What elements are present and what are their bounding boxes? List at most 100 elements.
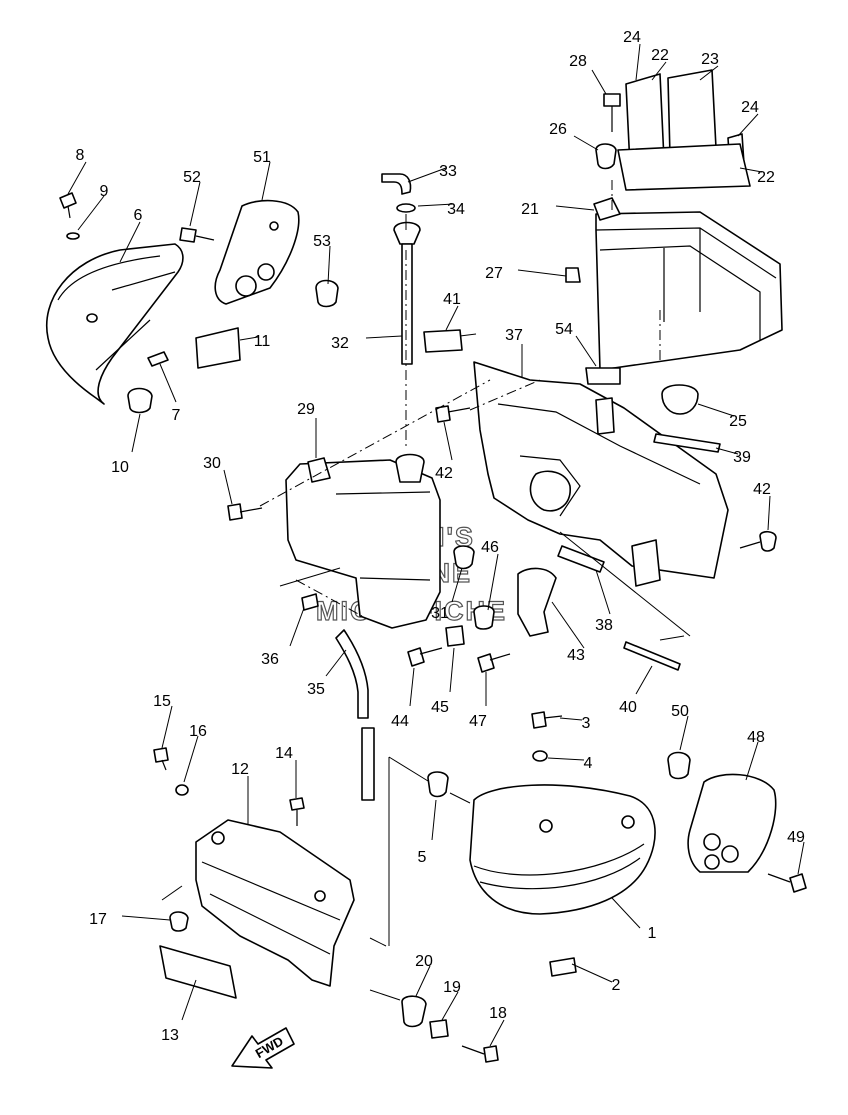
alignment-lines xyxy=(161,180,691,1001)
leader-line-11 xyxy=(239,336,259,341)
leader-line-16 xyxy=(183,735,199,783)
grommet-31 xyxy=(453,545,475,570)
breather-pipe-32 xyxy=(393,221,421,365)
leader-line-13 xyxy=(181,979,197,1021)
bracket-29 xyxy=(307,457,331,483)
elbow-33 xyxy=(381,173,412,195)
leader-line-24 xyxy=(635,43,641,81)
leader-line-46 xyxy=(487,553,499,611)
callout-number-9: 9 xyxy=(100,183,109,200)
callout-number-10: 10 xyxy=(111,459,129,476)
leader-line-27 xyxy=(517,269,567,277)
callout-number-49: 49 xyxy=(787,829,805,846)
damper-10 xyxy=(127,387,153,414)
bolt-44 xyxy=(407,647,443,667)
callout-numbers: 1234567891011121314151617181920212222232… xyxy=(76,29,805,1044)
collar-27 xyxy=(565,267,581,283)
washer-4 xyxy=(532,750,548,762)
callout-number-7: 7 xyxy=(172,407,181,424)
collar-19 xyxy=(429,1019,449,1039)
leader-line-51 xyxy=(261,161,271,201)
leader-line-26 xyxy=(573,135,599,151)
leader-line-18 xyxy=(489,1019,505,1047)
side-cover-48 xyxy=(687,773,777,873)
callout-number-34: 34 xyxy=(447,201,465,218)
leader-line-42 xyxy=(767,495,771,531)
leader-line-4 xyxy=(547,757,585,761)
callout-number-41: 41 xyxy=(443,291,461,308)
leader-line-35 xyxy=(325,649,347,677)
leader-line-6 xyxy=(119,221,141,263)
callout-number-1: 1 xyxy=(648,925,657,942)
washer-9 xyxy=(66,232,80,240)
leader-line-30 xyxy=(223,469,233,505)
leader-line-31 xyxy=(451,567,463,603)
leader-line-33 xyxy=(407,167,447,183)
leader-line-9 xyxy=(77,195,105,231)
bolt-18 xyxy=(461,1045,499,1063)
callout-number-42: 42 xyxy=(753,481,771,498)
clamp-34 xyxy=(396,203,416,213)
hose-35 xyxy=(335,629,369,719)
callout-number-36: 36 xyxy=(261,651,279,668)
callout-number-21: 21 xyxy=(521,201,539,218)
callout-number-19: 19 xyxy=(443,979,461,996)
clip-36 xyxy=(301,593,319,611)
callout-number-33: 33 xyxy=(439,163,457,180)
callout-number-5: 5 xyxy=(418,849,427,866)
clip-7 xyxy=(147,351,169,367)
callout-number-6: 6 xyxy=(134,207,143,224)
screw-3 xyxy=(531,711,563,729)
grommet-46 xyxy=(473,605,495,630)
leader-line-5 xyxy=(431,799,437,841)
callout-number-29: 29 xyxy=(297,401,315,418)
leader-line-41 xyxy=(445,305,459,331)
callout-number-37: 37 xyxy=(505,327,523,344)
leader-line-2 xyxy=(571,963,613,983)
bracket-43 xyxy=(517,567,557,637)
callout-number-20: 20 xyxy=(415,953,433,970)
callout-number-25: 25 xyxy=(729,413,747,430)
front-fairing-12 xyxy=(195,819,355,987)
callout-number-44: 44 xyxy=(391,713,409,730)
leader-line-21 xyxy=(555,205,595,211)
bracket-21 xyxy=(593,197,621,221)
callout-leaders xyxy=(67,43,805,1047)
callout-number-48: 48 xyxy=(747,729,765,746)
callout-number-18: 18 xyxy=(489,1005,507,1022)
side-cover-1 xyxy=(469,784,656,915)
callout-number-27: 27 xyxy=(485,265,503,282)
callout-number-2: 2 xyxy=(612,977,621,994)
callout-number-17: 17 xyxy=(89,911,107,928)
leader-line-44 xyxy=(409,667,415,707)
leader-line-24 xyxy=(737,113,759,137)
battery-box xyxy=(595,211,783,371)
callout-number-32: 32 xyxy=(331,335,349,352)
grommet-5 xyxy=(427,771,449,798)
bolt-30 xyxy=(227,503,263,521)
screw-15 xyxy=(153,747,169,771)
callout-number-23: 23 xyxy=(701,51,719,68)
bolt-47 xyxy=(477,653,511,673)
leader-line-36 xyxy=(289,607,305,647)
callout-number-3: 3 xyxy=(582,715,591,732)
callout-number-24: 24 xyxy=(623,29,641,46)
bolt-42-right xyxy=(739,530,777,552)
bracket-51 xyxy=(214,199,300,305)
callout-number-16: 16 xyxy=(189,723,207,740)
callout-number-53: 53 xyxy=(313,233,331,250)
callout-number-28: 28 xyxy=(569,53,587,70)
callout-number-54: 54 xyxy=(555,321,573,338)
leader-line-32 xyxy=(365,335,403,339)
grommet-17 xyxy=(169,911,189,932)
callout-number-30: 30 xyxy=(203,455,221,472)
callout-number-45: 45 xyxy=(431,699,449,716)
leader-line-49 xyxy=(797,841,805,875)
leader-line-48 xyxy=(745,741,759,781)
washer-16 xyxy=(175,784,189,796)
callout-number-40: 40 xyxy=(619,699,637,716)
screw-8 xyxy=(59,192,77,219)
leader-line-10 xyxy=(131,413,141,453)
leader-line-50 xyxy=(679,715,689,751)
